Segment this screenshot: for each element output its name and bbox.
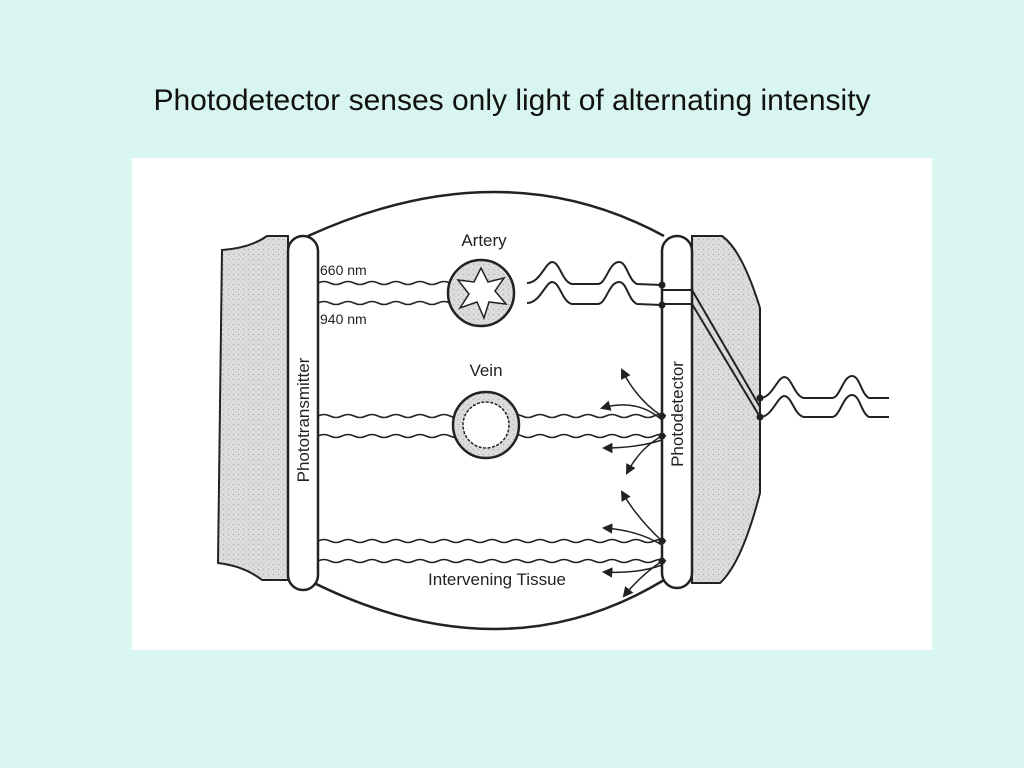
phototransmitter-label: Phototransmitter	[294, 357, 313, 482]
scatter-arrow	[601, 564, 663, 578]
scatter-arrow	[601, 439, 663, 454]
scatter-arrow	[621, 368, 663, 417]
beam-660-artery	[317, 280, 463, 286]
output-wave-top	[759, 374, 889, 399]
vein-lumen	[462, 401, 510, 449]
scatter-arrow	[622, 560, 663, 598]
output-lead	[691, 303, 761, 418]
output-wave-bottom	[759, 393, 889, 418]
tissue-shading-right	[691, 235, 761, 584]
slide-title: Photodetector senses only light of alter…	[153, 84, 871, 117]
scatter-arrow	[601, 523, 663, 546]
artery-lumen	[456, 266, 508, 321]
detector-dot	[658, 281, 666, 289]
wavelength-660-label: 660 nm	[320, 262, 367, 278]
beam-940-tissue	[317, 558, 667, 564]
photodetector-label: Photodetector	[668, 361, 687, 467]
output-lead	[691, 289, 761, 408]
scatter-arrow	[620, 490, 663, 542]
pulse-wave-660	[526, 260, 663, 286]
scatter-arrow	[626, 435, 663, 475]
pulse-wave-940	[526, 280, 663, 306]
tissue-shading-left	[216, 235, 289, 581]
phototransmitter-bar	[286, 234, 320, 592]
vein-label: Vein	[469, 361, 502, 380]
intervening-tissue-label: Intervening Tissue	[428, 570, 566, 589]
wavelength-940-label: 940 nm	[320, 311, 367, 327]
beam-940-artery	[317, 300, 463, 306]
scatter-arrow	[599, 400, 663, 421]
photodetector-bar	[660, 234, 694, 590]
beam-660-tissue	[317, 538, 667, 544]
tissue-outline-bottom	[307, 578, 665, 631]
diagram-figure: Artery Vein 660 nm 940 nm Intervening Ti…	[132, 158, 932, 650]
tissue-outline-top	[307, 190, 665, 238]
artery-label: Artery	[461, 231, 507, 250]
